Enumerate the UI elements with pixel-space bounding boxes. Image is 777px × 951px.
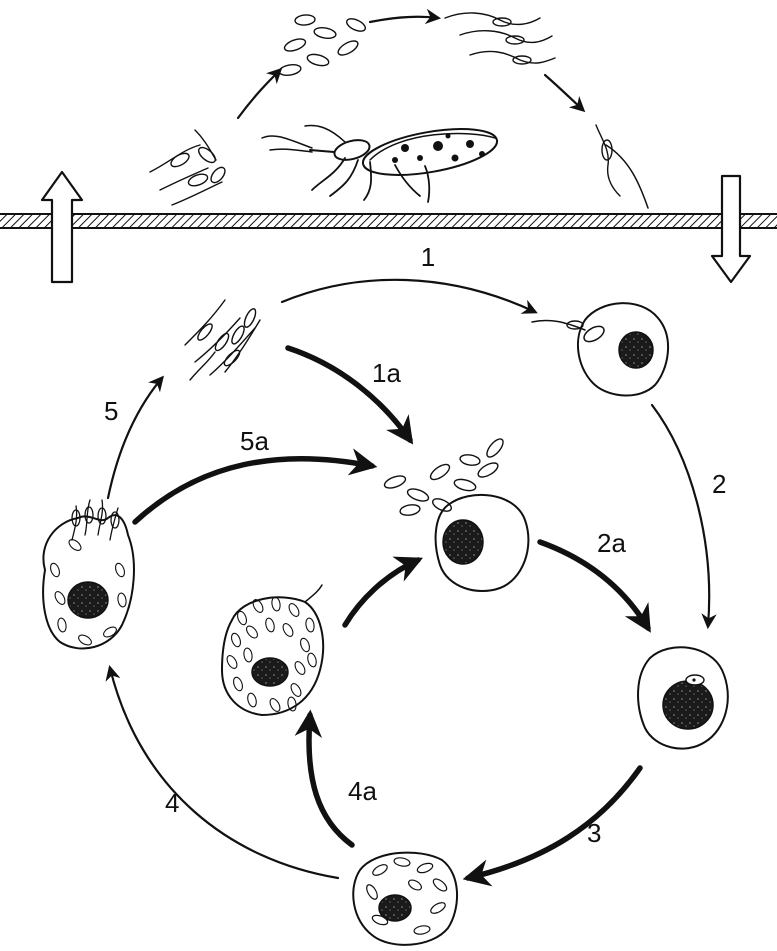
host-cell-packed xyxy=(222,585,323,715)
epimastigote-cluster xyxy=(278,14,367,77)
label-step-4a: 4a xyxy=(348,776,377,806)
arrow-5a xyxy=(135,459,372,522)
arrow-center-in xyxy=(345,560,418,625)
label-step-1: 1 xyxy=(421,242,435,272)
arrow-1 xyxy=(282,280,535,312)
triatomine-bug-icon xyxy=(262,120,500,202)
host-cell-dividing xyxy=(353,853,457,945)
label-step-4: 4 xyxy=(165,788,179,818)
label-step-1a: 1a xyxy=(372,358,401,388)
skin-barrier xyxy=(0,214,777,228)
arrow-2 xyxy=(652,405,709,626)
arrow-2a xyxy=(540,542,648,628)
ingested-trypomastigotes xyxy=(150,130,228,205)
host-cell-amastigote xyxy=(638,647,728,748)
arrow-4a xyxy=(309,715,352,845)
label-step-5: 5 xyxy=(104,396,118,426)
host-cell-entry xyxy=(532,303,668,395)
host-cell-rupturing xyxy=(43,500,134,648)
label-step-5a: 5a xyxy=(240,426,269,456)
label-step-2a: 2a xyxy=(597,528,626,558)
label-step-2: 2 xyxy=(712,469,726,499)
released-trypomastigotes xyxy=(185,300,260,380)
metacyclic-trypomastigotes xyxy=(445,13,620,196)
vector-stage-arc xyxy=(238,17,648,208)
label-step-3: 3 xyxy=(587,818,601,848)
arrow-3 xyxy=(468,768,640,878)
